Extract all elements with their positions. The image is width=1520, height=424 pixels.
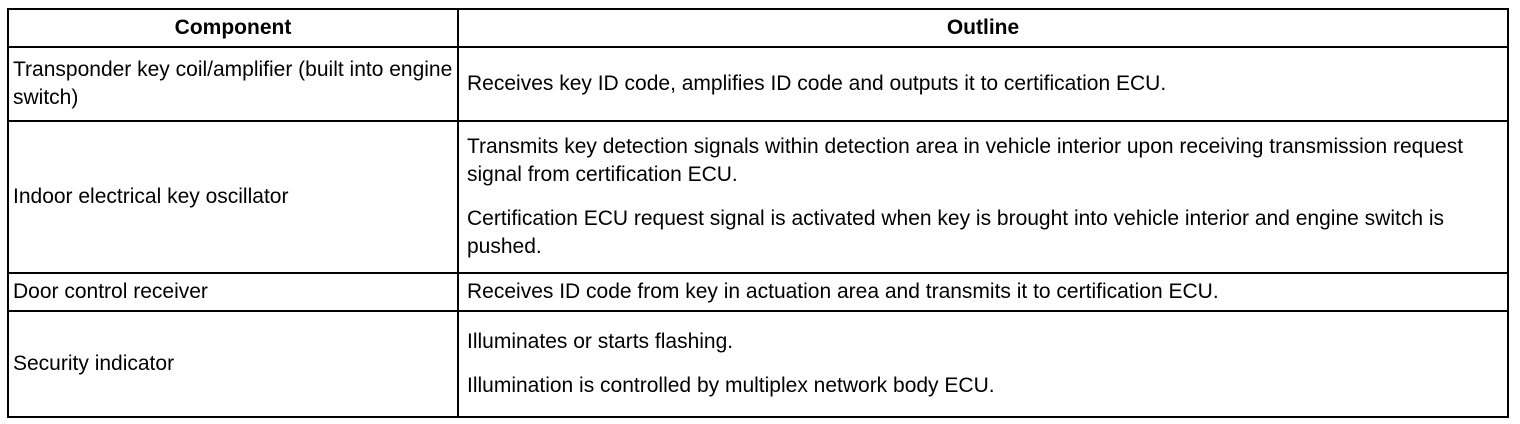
component-cell: Security indicator [7, 310, 459, 418]
outline-paragraph: Transmits key detection signals within d… [467, 135, 1464, 186]
outline-cell: Transmits key detection signals within d… [457, 120, 1509, 274]
outline-paragraph: Illuminates or starts flashing. [467, 330, 734, 353]
table-row: Transponder key coil/amplifier (built in… [7, 46, 1509, 122]
outline-paragraph: Receives ID code from key in actuation a… [467, 280, 1219, 303]
outline-paragraph: Illumination is controlled by multiplex … [467, 374, 995, 397]
outline-paragraph: Receives key ID code, amplifies ID code … [467, 72, 1167, 95]
header-component: Component [7, 8, 459, 48]
outline-paragraph: Certification ECU request signal is acti… [467, 207, 1444, 258]
table-row: Indoor electrical key oscillator Transmi… [7, 120, 1509, 274]
outline-cell: Receives ID code from key in actuation a… [457, 272, 1509, 312]
header-outline: Outline [457, 8, 1509, 48]
component-cell: Door control receiver [7, 272, 459, 312]
outline-cell: Illuminates or starts flashing. Illumina… [457, 310, 1509, 418]
component-cell: Transponder key coil/amplifier (built in… [7, 46, 459, 122]
component-outline-table: Component Outline Transponder key coil/a… [7, 8, 1509, 418]
table-row: Security indicator Illuminates or starts… [7, 310, 1509, 418]
table-row: Door control receiver Receives ID code f… [7, 272, 1509, 312]
component-cell: Indoor electrical key oscillator [7, 120, 459, 274]
outline-cell: Receives key ID code, amplifies ID code … [457, 46, 1509, 122]
table-header-row: Component Outline [7, 8, 1509, 48]
